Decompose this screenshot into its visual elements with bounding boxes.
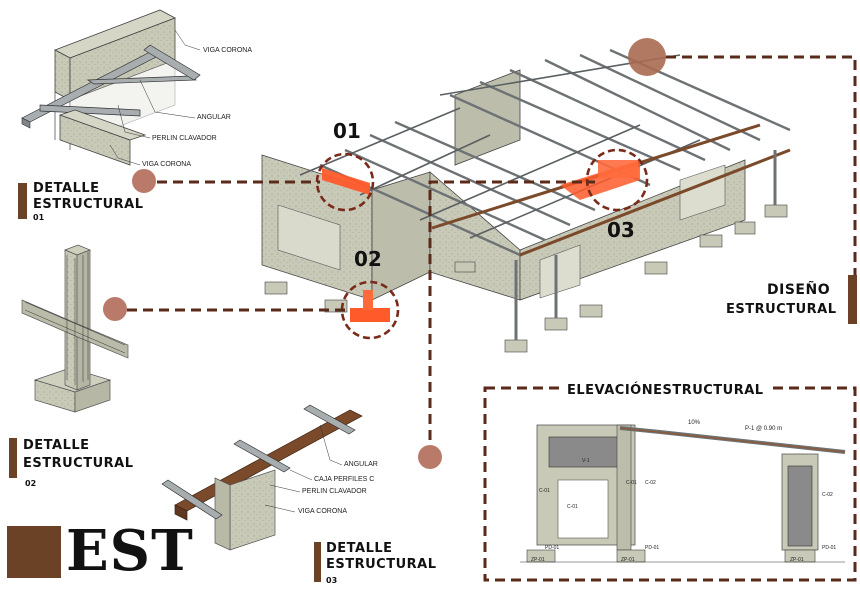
- detail03-label-angular: ANGULAR: [344, 461, 378, 468]
- callout-03: 03: [607, 218, 635, 242]
- detail-03-title-line2: ESTRUCTURAL: [326, 557, 437, 572]
- elevation-tag-c01a: C-01: [539, 488, 550, 494]
- detail-02-title-line1: DETALLE: [23, 438, 90, 453]
- detail-01-title-line2: ESTRUCTURAL: [33, 197, 144, 212]
- detail03-label-perlin: PERLIN CLAVADOR: [302, 488, 367, 495]
- detail01-label-viga-corona-bottom: VIGA CORONA: [142, 161, 192, 168]
- diseno-accent-bar: [848, 275, 857, 324]
- diseno-title-line1: DISEÑO: [767, 282, 831, 298]
- callout-02: 02: [354, 247, 382, 271]
- detail-01-title-line1: DETALLE: [33, 181, 100, 196]
- elevation-tag-c02a: C-02: [645, 480, 656, 486]
- elevation-tag-v1: V-1: [582, 458, 590, 464]
- detail-02-number: 02: [25, 479, 37, 488]
- elevation-slope: 10%: [688, 420, 701, 426]
- logo-text: EST: [66, 518, 194, 584]
- detail03-label-viga-corona: VIGA CORONA: [298, 508, 348, 515]
- elevation-tag-zp01b: ZP-01: [621, 557, 635, 563]
- detail-02-accent-bar: [9, 438, 17, 478]
- elevation-tag-pd01a: PD-01: [545, 545, 560, 551]
- elevation-tag-pd01c: PD-01: [822, 545, 837, 551]
- elevation-tag-zp01c: ZP-01: [790, 557, 804, 563]
- elevation-tag-zp01a: ZP-01: [531, 557, 545, 563]
- detail-01-accent-bar: [18, 183, 27, 219]
- detail01-label-angular: ANGULAR: [197, 114, 231, 121]
- diseno-title-line2: ESTRUCTURAL: [726, 302, 837, 317]
- marker-dots: [103, 38, 666, 469]
- detail-01-drawing: [21, 9, 201, 166]
- elevation-tag-c01b: C-01: [567, 504, 578, 510]
- elevation-drawing: [520, 424, 846, 563]
- detail-03-title-line1: DETALLE: [326, 541, 393, 556]
- elevation-tag-c02b: C-02: [822, 492, 833, 498]
- callout-rings: [315, 148, 649, 340]
- detail03-label-caja: CAJA PERFILES C: [314, 476, 375, 483]
- detail-01-number: 01: [33, 213, 45, 222]
- leader-lines: [127, 55, 857, 440]
- detail01-label-perlin: PERLIN CLAVADOR: [152, 135, 217, 142]
- detail-02-title-line2: ESTRUCTURAL: [23, 456, 134, 471]
- detail-02-drawing: [21, 244, 129, 413]
- logo-square: [7, 526, 61, 578]
- callout-01: 01: [333, 119, 361, 143]
- elevation-tag-pd01b: PD-01: [645, 545, 660, 551]
- elevation-purlin: P-1 @ 0.90 m: [745, 426, 783, 432]
- elevation-tag-c01c: C-01: [626, 480, 637, 486]
- detail-03-accent-bar: [314, 542, 321, 582]
- detail-03-drawing: [161, 404, 363, 551]
- detail-03-number: 03: [326, 576, 338, 585]
- detail01-label-viga-corona-top: VIGA CORONA: [203, 47, 253, 54]
- main-structure-drawing: [261, 48, 791, 353]
- elevation-title: ELEVACIÓNESTRUCTURAL: [563, 384, 768, 397]
